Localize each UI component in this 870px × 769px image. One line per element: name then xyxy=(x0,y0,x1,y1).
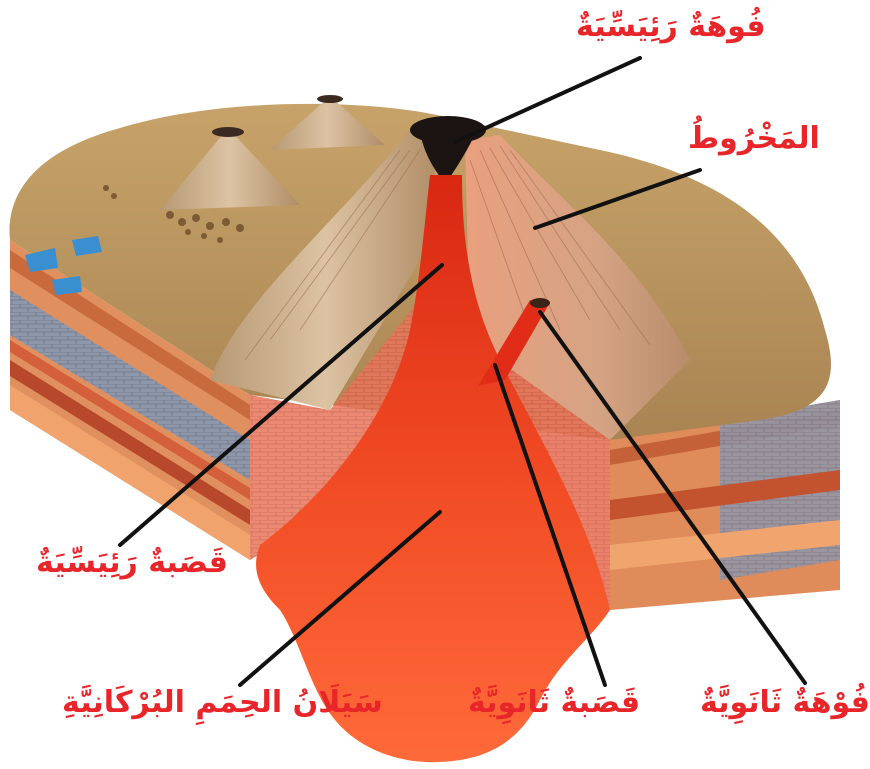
label-secondary-pipe: قَصَبةٌ ثَانَوِيَّةٌ xyxy=(468,688,640,718)
label-main-pipe: قَصَبةٌ رَئِيَسِّيَةٌ xyxy=(36,548,228,578)
label-cone: المَخْرُوطُ xyxy=(688,124,820,154)
label-main-vent: فُوهَةٌ رَئِيَسِّيَةٌ xyxy=(576,12,766,42)
label-lava-flow: سَيَلَانُ الحِمَمِ البُرْكَانِيَّةِ xyxy=(62,688,383,718)
leader-main-vent xyxy=(455,58,640,142)
label-secondary-vent: فُوْهَةٌ ثَانَوِيَّةٌ xyxy=(700,688,870,718)
